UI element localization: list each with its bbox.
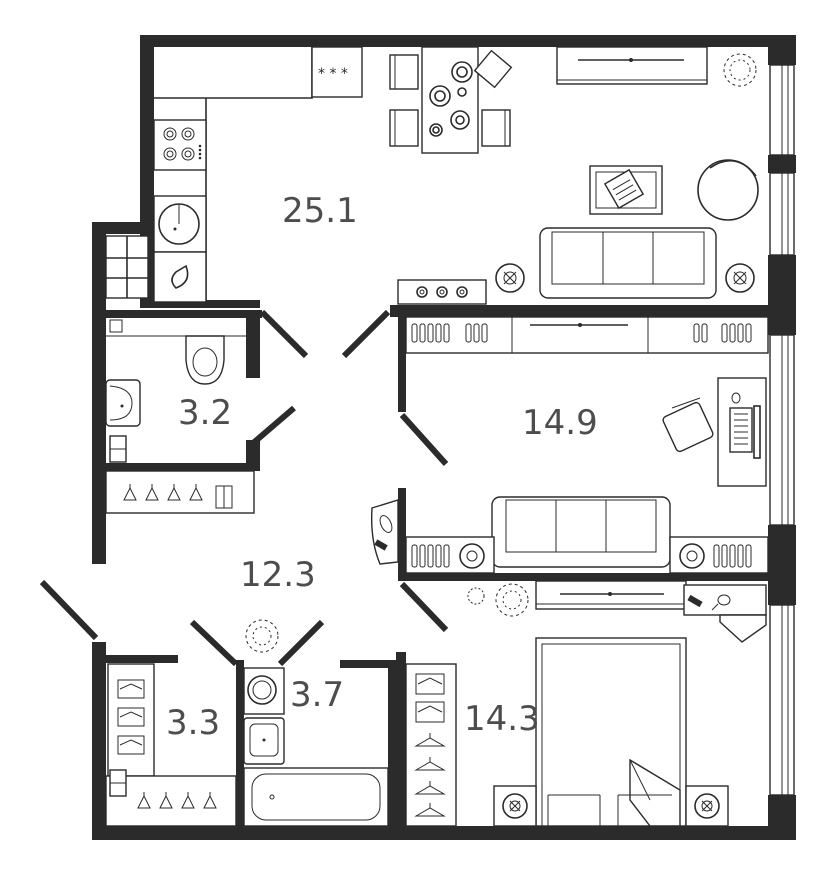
wardrobe-bedroom-main — [405, 663, 457, 827]
area-label-living-kitchen: 25.1 — [282, 191, 358, 231]
area-label-toilet: 3.2 — [178, 393, 232, 433]
washing-machine-kitchen — [153, 195, 207, 253]
wardrobe-unit-bedroom-small — [405, 316, 769, 354]
plant-icon-hall — [245, 583, 529, 653]
dining-table — [421, 46, 479, 154]
toilet-room — [105, 319, 246, 463]
kitchen-counter: * * * — [154, 46, 363, 302]
shelves-bedroom-small — [405, 536, 769, 574]
cooktop — [153, 119, 207, 171]
desk-chair — [662, 397, 714, 453]
tv-stand-living — [556, 46, 708, 85]
hall-wardrobe-top — [105, 470, 255, 514]
area-label-bedroom-small: 14.9 — [522, 403, 598, 443]
area-label-bathroom: 3.7 — [290, 675, 344, 715]
sofa-bedroom-small — [491, 496, 671, 568]
tv-stand-bedroom — [535, 580, 687, 610]
windows — [769, 64, 795, 796]
dining-chairs — [389, 49, 513, 147]
radiator-living — [397, 279, 487, 305]
bathroom-room — [243, 667, 389, 827]
nightstands — [493, 785, 729, 827]
walls — [92, 35, 796, 840]
bed — [535, 637, 687, 827]
area-label-hall: 12.3 — [240, 555, 316, 595]
desk — [717, 377, 767, 487]
dresser — [683, 584, 767, 643]
plant-icon — [723, 53, 757, 87]
doors — [39, 309, 449, 667]
area-label-wardrobe: 3.3 — [166, 703, 220, 743]
hall-console — [370, 499, 399, 565]
kitchen-sink — [153, 251, 207, 303]
armchair-living — [697, 159, 759, 221]
sofa-living — [539, 227, 717, 299]
area-label-bedroom-main: 14.3 — [464, 699, 540, 739]
stove-marks: * * * — [318, 66, 348, 82]
lamp-icon — [495, 263, 755, 293]
wardrobe-room — [105, 663, 237, 827]
ventilation-shaft — [105, 235, 149, 299]
coffee-table — [589, 165, 663, 215]
